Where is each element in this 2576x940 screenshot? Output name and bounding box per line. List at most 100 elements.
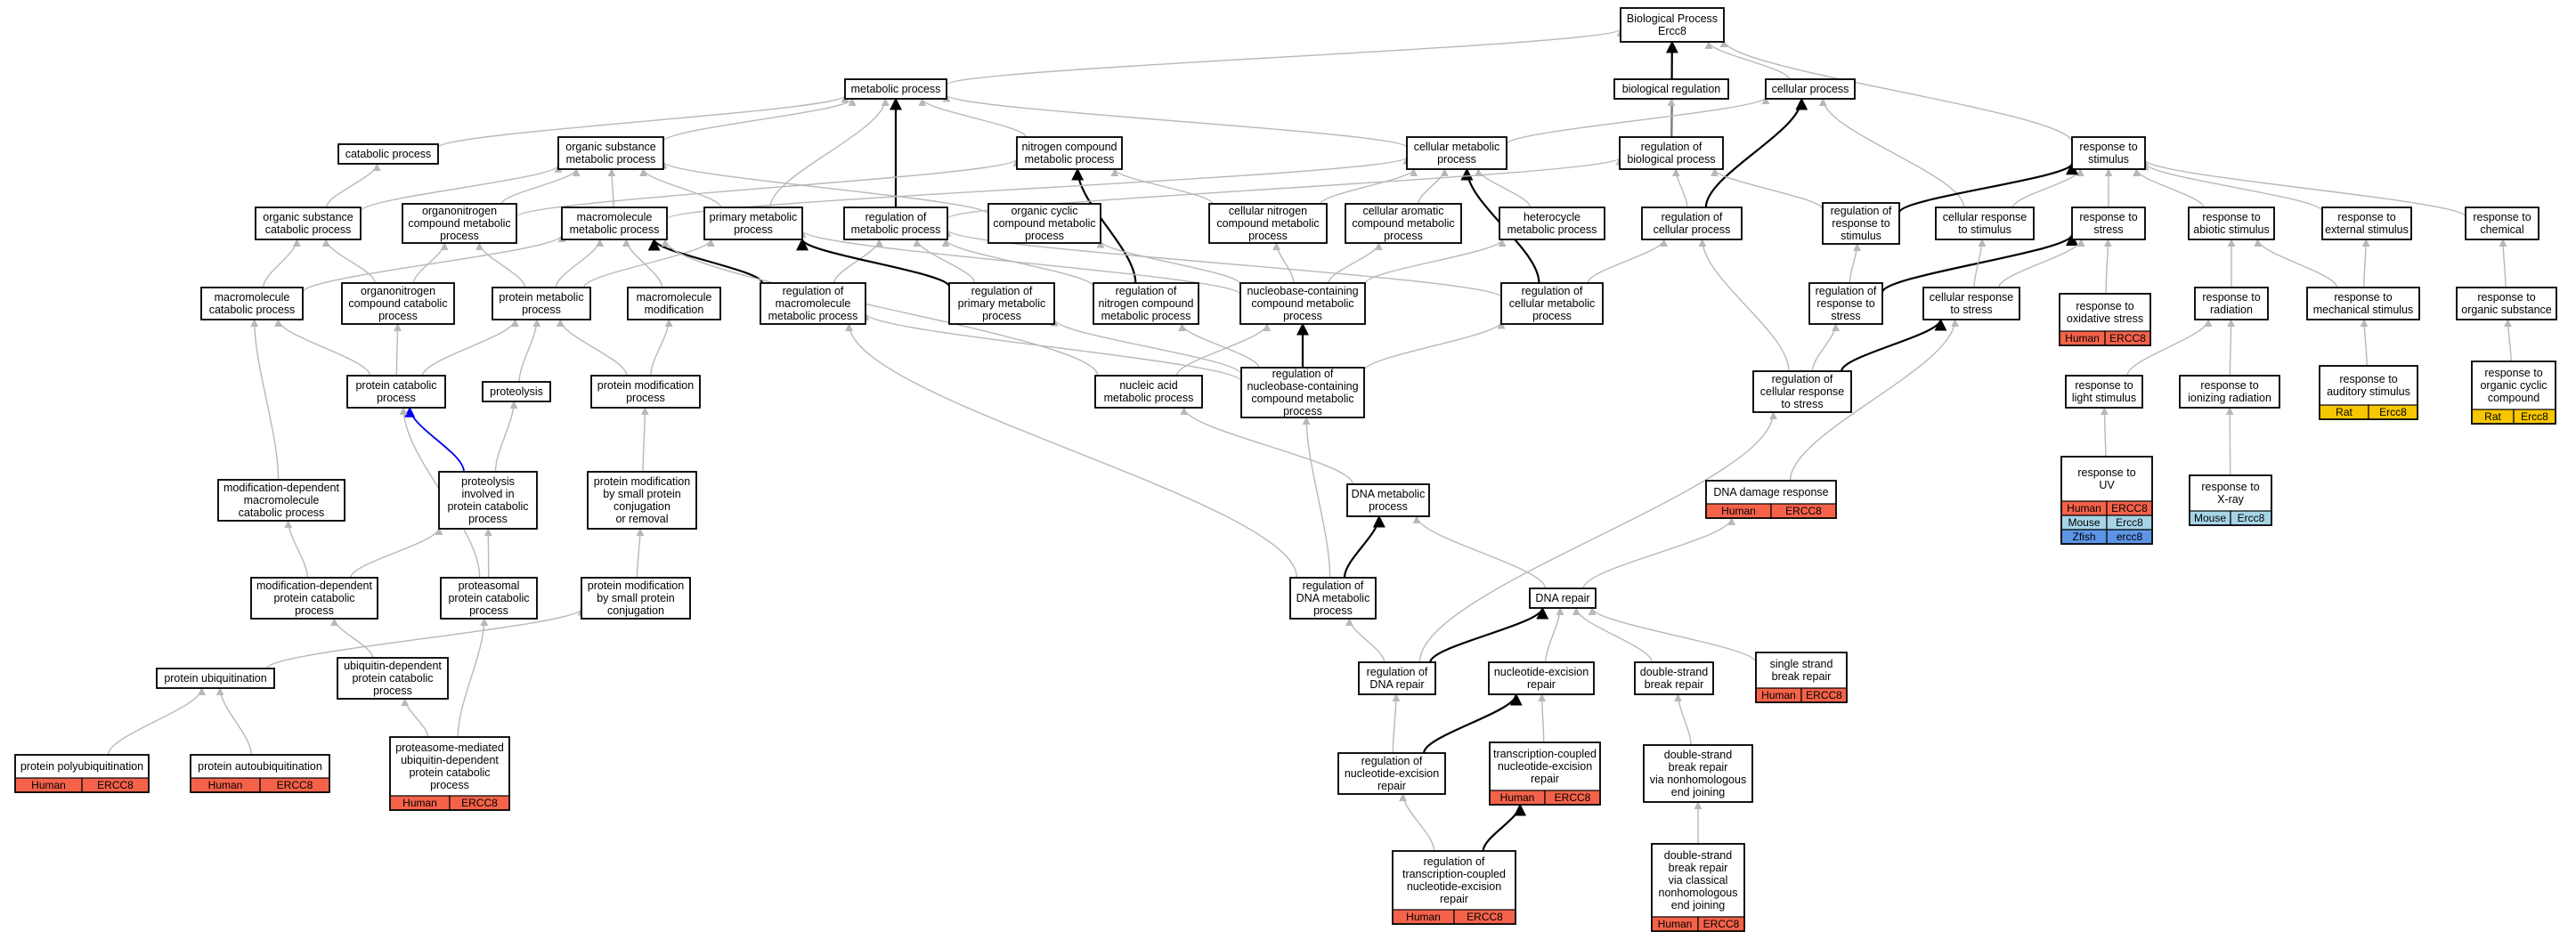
edge-is-a xyxy=(1345,618,1386,663)
edge-is-a xyxy=(360,164,563,212)
go-node-biological-regulation[interactable]: biological regulation xyxy=(1613,78,1729,100)
go-node-label-line: regulation of xyxy=(865,211,927,223)
go-node-label-line: process xyxy=(1283,405,1322,417)
go-node-label-line: cellular response xyxy=(1930,291,2014,304)
species-label: Human xyxy=(2065,332,2100,344)
go-node-border xyxy=(1613,78,1729,100)
go-node-regulation-nucleobase-metabolic[interactable]: regulation ofnucleobase-containingcompou… xyxy=(1240,367,1365,418)
go-node-proteolysis[interactable]: proteolysis xyxy=(482,381,551,402)
edge-is-a xyxy=(2361,239,2370,288)
go-node-border xyxy=(1500,282,1604,325)
edge-is-a xyxy=(1096,239,1241,285)
go-node-catabolic[interactable]: catabolic process xyxy=(337,143,439,165)
go-node-modification-dependent-macromolecule-catabolic[interactable]: modification-dependentmacromoleculecatab… xyxy=(217,479,345,522)
gene-label: ERCC8 xyxy=(1785,505,1822,517)
go-node-label-line: proteolysis xyxy=(490,385,543,398)
go-node-label-line: regulation of xyxy=(971,285,1033,297)
go-node-label-line: response to xyxy=(2076,300,2133,312)
go-node-border xyxy=(1239,282,1366,325)
go-node-tc-ner[interactable]: transcription-couplednucleotide-excision… xyxy=(1489,741,1601,806)
go-node-protein-ubiquitination[interactable]: protein ubiquitination xyxy=(156,668,275,689)
go-node-border xyxy=(200,287,304,320)
go-node-label-line: protein catabolic xyxy=(273,592,354,604)
go-node-regulation-tc-ner[interactable]: regulation oftranscription-couplednucleo… xyxy=(1392,850,1516,925)
go-node-dna-repair[interactable]: DNA repair xyxy=(1529,588,1597,609)
edge-is-a xyxy=(265,607,586,669)
edge-is-a xyxy=(607,168,616,208)
go-node-label-line: compound metabolic xyxy=(1251,393,1353,405)
edge-is-a xyxy=(350,527,443,579)
go-node-cellular-process[interactable]: cellular process xyxy=(1765,78,1856,100)
go-node-proteasome-mediated-catabolic[interactable]: proteasome-mediatedubiquitin-dependentpr… xyxy=(389,736,510,811)
go-node-metabolic[interactable]: metabolic process xyxy=(844,78,947,100)
go-node-label-line: conjugation xyxy=(614,500,670,513)
